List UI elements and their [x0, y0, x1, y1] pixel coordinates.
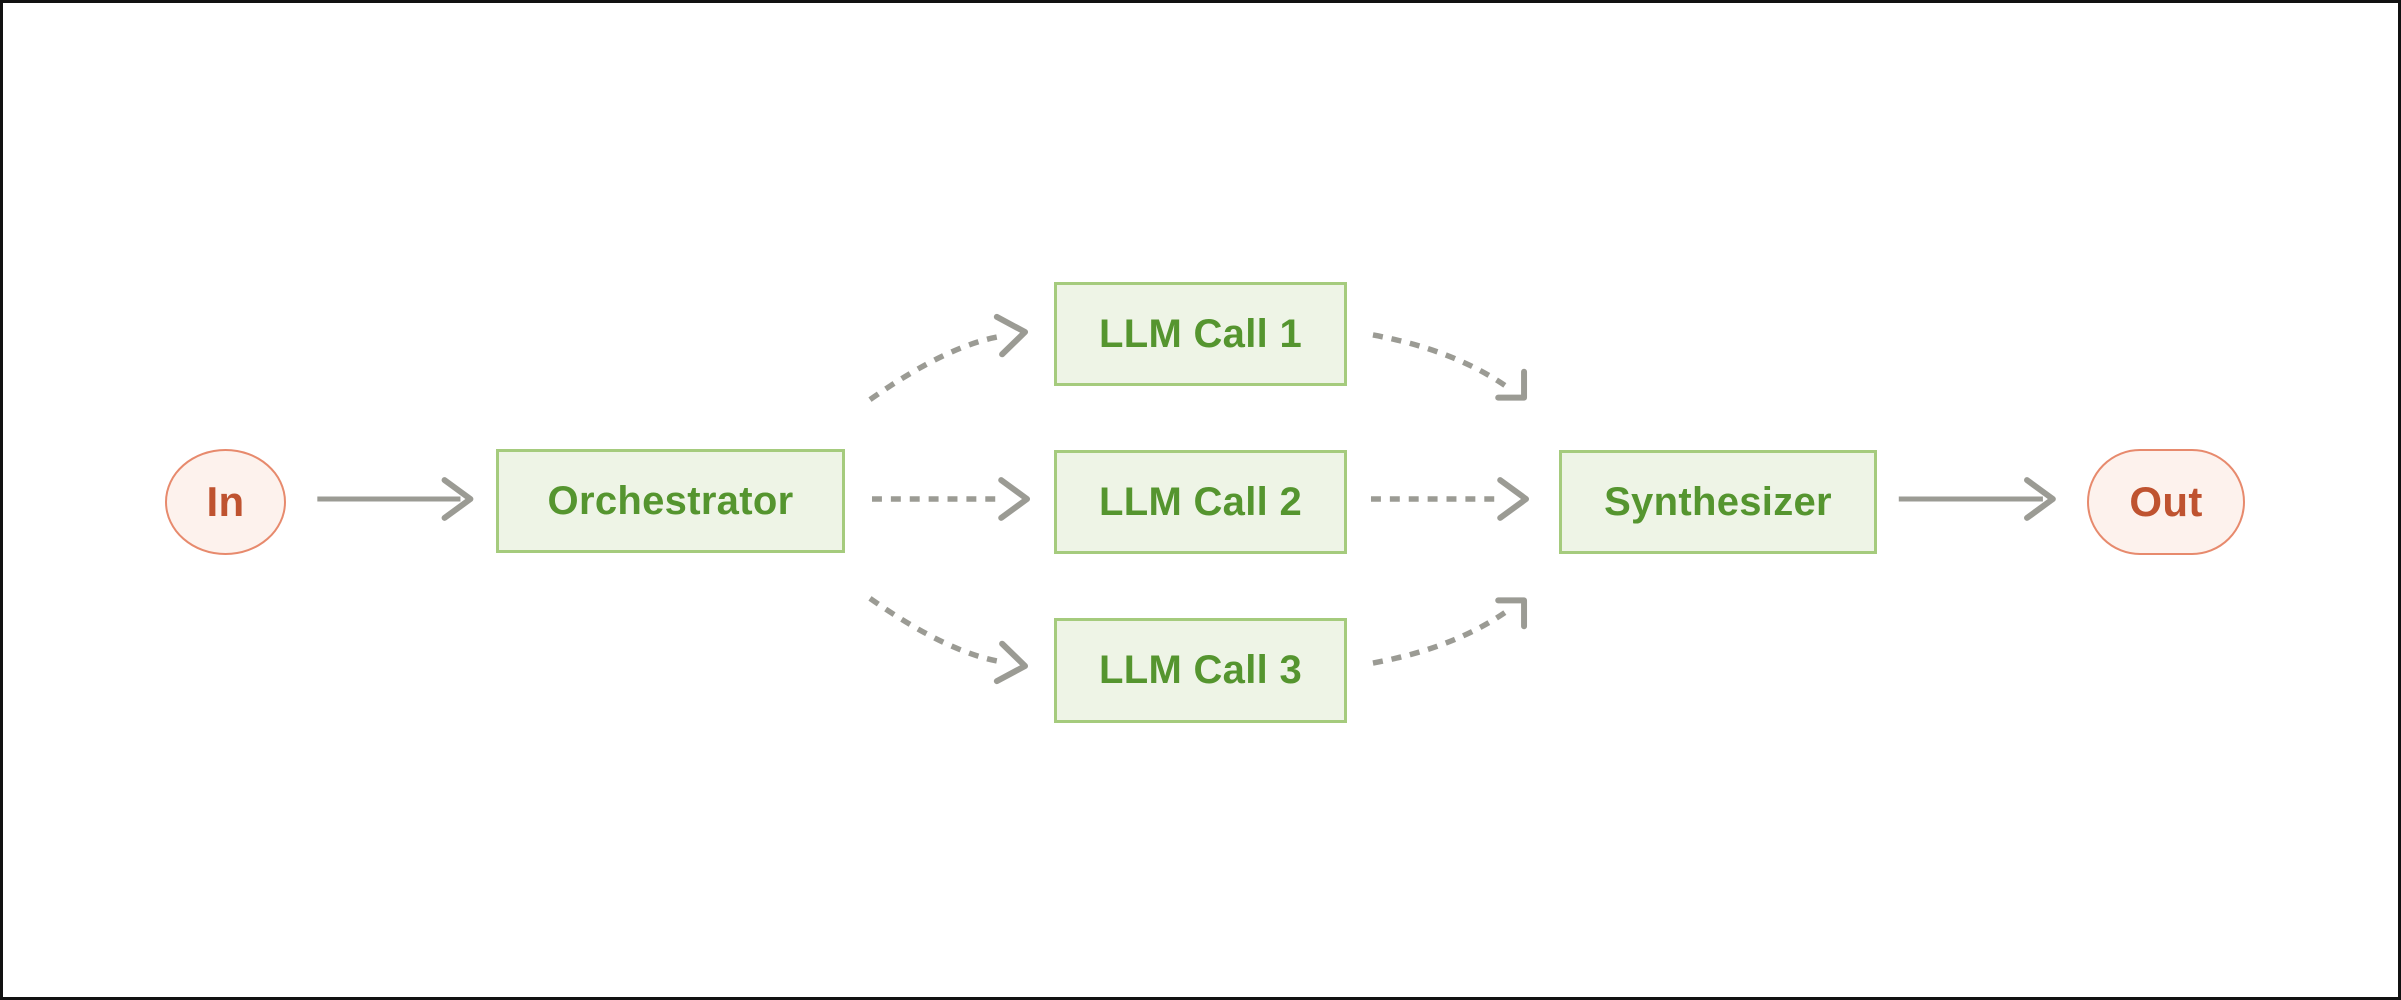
edge-llm-call-3-to-synthesizer [1372, 597, 1528, 666]
node-llm-call-3: LLM Call 3 [1054, 618, 1347, 723]
node-llm-call-3-label: LLM Call 3 [1098, 648, 1303, 692]
edge-orchestrator-to-llm-call-3 [868, 596, 1029, 685]
edge-orchestrator-to-llm-call-2 [871, 477, 1031, 521]
node-orchestrator: Orchestrator [496, 449, 845, 553]
node-llm-call-2: LLM Call 2 [1054, 450, 1347, 554]
edge-in-to-orchestrator [317, 477, 474, 521]
node-llm-call-2-label: LLM Call 2 [1098, 479, 1303, 524]
node-llm-call-1: LLM Call 1 [1054, 282, 1347, 386]
node-orchestrator-label: Orchestrator [547, 478, 794, 523]
node-out: Out [2087, 449, 2245, 555]
edge-llm-call-1-to-synthesizer [1372, 332, 1528, 401]
edge-orchestrator-to-llm-call-1 [868, 313, 1029, 402]
node-synthesizer: Synthesizer [1559, 450, 1877, 554]
edge-llm-call-2-to-synthesizer [1370, 477, 1530, 521]
node-in: In [165, 449, 286, 555]
edge-synthesizer-to-out [1898, 477, 2056, 521]
node-llm-call-1-label: LLM Call 1 [1098, 311, 1303, 356]
node-synthesizer-label: Synthesizer [1604, 479, 1832, 524]
node-in-label: In [206, 478, 245, 525]
node-out-label: Out [2129, 478, 2203, 525]
